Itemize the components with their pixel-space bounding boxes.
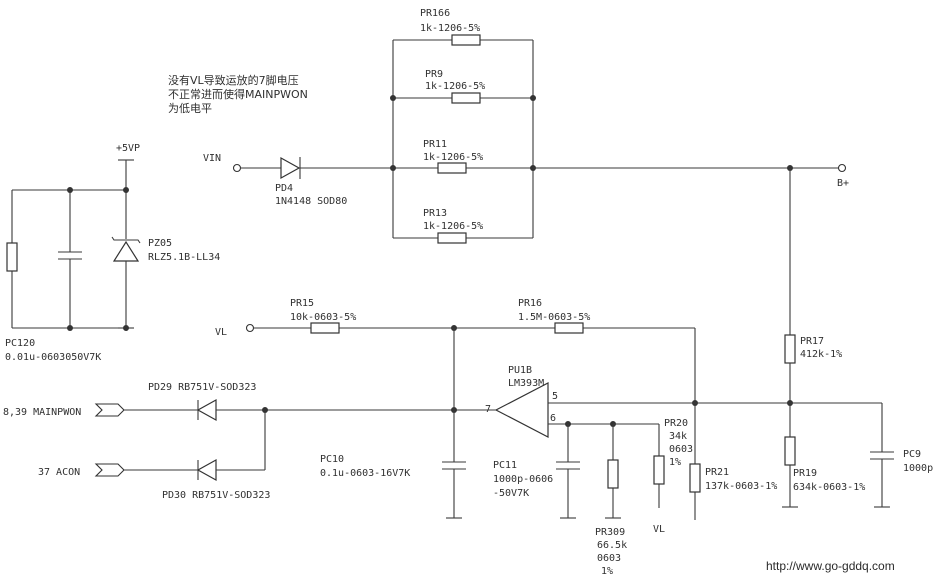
output-section	[94, 328, 496, 519]
pr309-value-1: 66.5k	[597, 540, 627, 551]
vl-terminal	[245, 323, 255, 333]
pr13-ref: PR13	[423, 208, 447, 219]
pr21-ref: PR21	[705, 467, 729, 478]
vl-bottom-label: VL	[653, 524, 665, 535]
pr9-ref: PR9	[425, 69, 443, 80]
p5vp-label: +5VP	[116, 143, 140, 154]
pr19-value: 634k-0603-1%	[793, 482, 865, 493]
pc9-ref: PC9	[903, 449, 921, 460]
pd29-value: RB751V-SOD323	[178, 382, 256, 393]
mainpwon-label: 8,39 MAINPWON	[3, 407, 81, 418]
resistor-pr166	[451, 34, 481, 46]
pr309-ref: PR309	[595, 527, 625, 538]
pu1b-ref: PU1B	[508, 365, 532, 376]
resistor-pr20	[653, 455, 665, 485]
pc9-value: 1000p	[903, 463, 933, 474]
pr309-value-3: 1%	[601, 566, 613, 577]
resistor-pr15	[310, 322, 340, 334]
pz05-value: RLZ5.1B-LL34	[148, 252, 220, 263]
pin-5: 5	[552, 391, 558, 402]
diode-pd29	[196, 398, 217, 422]
pd4-value: 1N4148 SOD80	[275, 196, 347, 207]
acon-connector	[94, 463, 125, 477]
resistor-pr17	[784, 334, 796, 364]
pr11-value: 1k-1206-5%	[423, 152, 483, 163]
resistor-pr21	[689, 463, 701, 493]
resistor-left	[6, 242, 18, 272]
resistor-pr11	[437, 162, 467, 174]
note-line-2: 不正常进而使得MAINPWON	[168, 88, 308, 101]
pc120-ref: PC120	[5, 338, 35, 349]
opamp-pu1b	[494, 382, 613, 438]
vin-label: VIN	[203, 153, 221, 164]
pr16-value: 1.5M-0603-5%	[518, 312, 590, 323]
pr20-value-1: 34k	[669, 431, 687, 442]
resistor-network	[390, 34, 536, 244]
pc11-ref: PC11	[493, 460, 517, 471]
pr166-ref: PR166	[420, 8, 450, 19]
vl-input-line	[245, 322, 698, 520]
pr17-value: 412k-1%	[800, 349, 842, 360]
pd30-ref: PD30	[162, 490, 186, 501]
pu1b-value: LM393M	[508, 378, 544, 389]
vl-input-label: VL	[215, 327, 227, 338]
pr15-value: 10k-0603-5%	[290, 312, 356, 323]
note-line-3: 为低电平	[168, 102, 212, 115]
zener-pz05	[112, 240, 140, 262]
pr19-ref: PR19	[793, 468, 817, 479]
pr20-ref: PR20	[664, 418, 688, 429]
pr20-value-3: 1%	[669, 457, 681, 468]
pz05-ref: PZ05	[148, 238, 172, 249]
diode-pd30	[196, 458, 217, 482]
pr9-value: 1k-1206-5%	[425, 81, 485, 92]
bplus-divider	[548, 168, 894, 508]
resistor-pr309	[607, 459, 619, 489]
resistor-pr13	[437, 232, 467, 244]
pin6-network	[556, 421, 701, 519]
bplus-label: B+	[837, 178, 849, 189]
annotation-note: 没有VL导致运放的7脚电压 不正常进而使得MAINPWON 为低电平	[168, 73, 308, 115]
watermark-url: http://www.go-gddq.com	[766, 559, 895, 573]
pr20-value-2: 0603	[669, 444, 693, 455]
resistor-pr16	[554, 322, 584, 334]
pr11-ref: PR11	[423, 139, 447, 150]
pd30-value: RB751V-SOD323	[192, 490, 270, 501]
acon-label: 37 ACON	[38, 467, 80, 478]
resistor-pr9	[451, 92, 481, 104]
pc11-value-1: 1000p-0606	[493, 474, 553, 485]
pc10-value: 0.1u-0603-16V7K	[320, 468, 410, 479]
mainpwon-connector	[94, 403, 125, 417]
resistor-pr19	[784, 436, 796, 466]
pd29-label: PD29 RB751V-SOD323	[148, 382, 256, 393]
pd29-ref: PD29	[148, 382, 172, 393]
note-line-1: 没有VL导致运放的7脚电压	[168, 73, 299, 87]
pr21-value: 137k-0603-1%	[705, 481, 777, 492]
vin-line	[232, 156, 847, 180]
bplus-terminal	[837, 163, 847, 173]
pd4-ref: PD4	[275, 183, 293, 194]
pd30-label: PD30 RB751V-SOD323	[162, 490, 270, 501]
pc10-ref: PC10	[320, 454, 344, 465]
pr309-value-2: 0603	[597, 553, 621, 564]
pr13-value: 1k-1206-5%	[423, 221, 483, 232]
pr16-ref: PR16	[518, 298, 542, 309]
pc11-value-2: -50V7K	[493, 488, 529, 499]
pr17-ref: PR17	[800, 336, 824, 347]
vin-terminal	[232, 163, 242, 173]
power-5vp-block	[6, 159, 141, 331]
pin-6: 6	[550, 413, 556, 424]
pc120-value: 0.01u-0603050V7K	[5, 352, 101, 363]
diode-pd4	[280, 156, 301, 180]
pr15-ref: PR15	[290, 298, 314, 309]
pr166-value: 1k-1206-5%	[420, 23, 480, 34]
